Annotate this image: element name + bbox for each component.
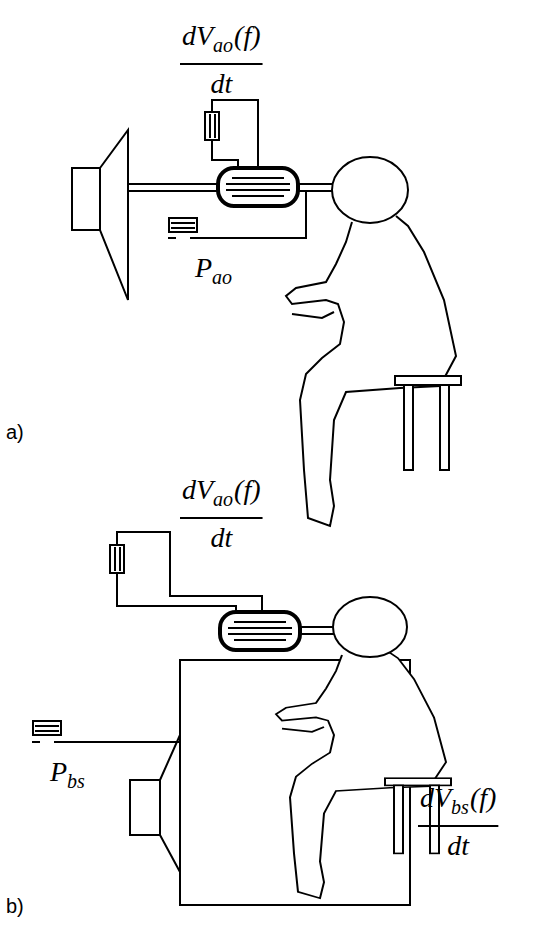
signal-wire bbox=[117, 573, 236, 612]
head bbox=[333, 597, 407, 657]
derivative-label: bs bbox=[451, 797, 469, 817]
speaker-cone bbox=[160, 735, 180, 872]
derivative-label: (f) bbox=[470, 784, 496, 812]
derivative-label: dV bbox=[182, 22, 213, 50]
speaker-magnet bbox=[130, 780, 160, 835]
derivative-label: dt bbox=[447, 832, 469, 860]
panel-letter: b) bbox=[6, 896, 24, 916]
panel-a bbox=[72, 100, 461, 526]
fraction-bar bbox=[180, 517, 263, 519]
fraction-bar bbox=[418, 825, 498, 827]
speaker-cone bbox=[100, 130, 128, 300]
pressure-label: P bbox=[195, 254, 212, 282]
derivative-label: dt bbox=[210, 524, 232, 552]
speaker-magnet bbox=[72, 168, 100, 230]
head bbox=[332, 157, 408, 223]
panel-letter: a) bbox=[6, 422, 24, 442]
derivative-label: dV bbox=[420, 784, 451, 812]
signal-wire bbox=[32, 741, 180, 743]
fraction-bar bbox=[180, 63, 263, 65]
derivative-label: ao bbox=[213, 35, 233, 55]
derivative-label: dt bbox=[210, 70, 232, 98]
pressure-label: ao bbox=[212, 267, 232, 287]
panel-b bbox=[32, 532, 451, 905]
derivative-label: (f) bbox=[234, 22, 260, 50]
derivative-label: dV bbox=[182, 476, 213, 504]
signal-wire bbox=[117, 532, 262, 612]
pressure-label: bs bbox=[67, 771, 85, 791]
pressure-label: P bbox=[50, 758, 67, 786]
derivative-label: (f) bbox=[234, 476, 260, 504]
derivative-label: ao bbox=[213, 489, 233, 509]
